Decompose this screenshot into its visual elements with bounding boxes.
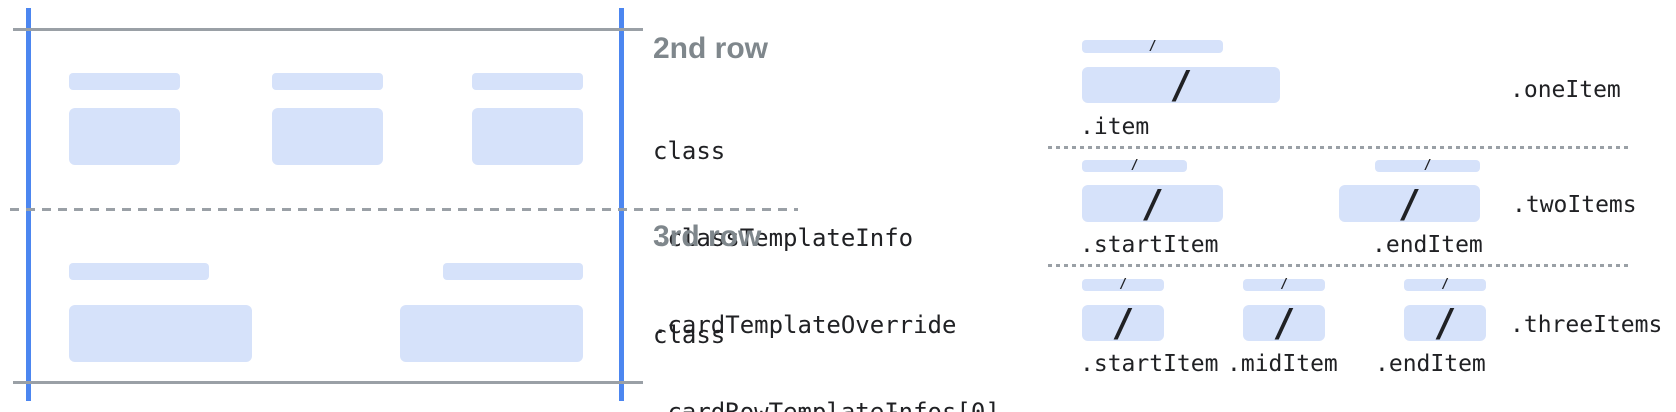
item-label: .startItem bbox=[1080, 351, 1219, 377]
value-placeholder-bar: / bbox=[1082, 185, 1223, 223]
label-placeholder-bar bbox=[443, 263, 583, 280]
value-placeholder-bar bbox=[69, 108, 180, 165]
card-left-edge-guide bbox=[26, 8, 31, 401]
value-placeholder-bar: / bbox=[1339, 185, 1480, 223]
label-placeholder-bar bbox=[472, 73, 583, 90]
label-placeholder-bar: / bbox=[1243, 278, 1325, 291]
legend-separator-line bbox=[1048, 264, 1630, 267]
item-label: .endItem bbox=[1372, 232, 1483, 258]
value-placeholder-bar: / bbox=[1082, 304, 1164, 342]
third-row-heading: 3rd row bbox=[653, 220, 762, 253]
value-placeholder-bar bbox=[472, 108, 583, 165]
code-line: .cardRowTemplateInfos[0] bbox=[653, 398, 1000, 412]
third-row-code-path: class .classTemplateInfo .cardTemplateOv… bbox=[653, 263, 1000, 412]
code-line: .classTemplateInfo bbox=[653, 408, 1000, 412]
code-line: .cardTemplateOverride bbox=[653, 311, 957, 339]
value-placeholder-bar bbox=[272, 108, 383, 165]
item-label: .item bbox=[1080, 114, 1150, 140]
item-label: .startItem bbox=[1080, 232, 1219, 258]
code-line: .classTemplateInfo bbox=[653, 224, 914, 252]
label-placeholder-bar bbox=[69, 263, 209, 280]
legend-separator-line bbox=[1048, 146, 1630, 149]
label-placeholder-bar: / bbox=[1375, 159, 1480, 172]
card-right-edge-guide bbox=[619, 8, 624, 401]
value-placeholder-bar bbox=[69, 305, 252, 362]
value-placeholder-bar: / bbox=[1404, 304, 1486, 342]
value-placeholder-bar: / bbox=[1243, 304, 1325, 342]
row-divider-dashed-line bbox=[10, 208, 798, 211]
row-name-label: .twoItems bbox=[1512, 192, 1637, 218]
label-placeholder-bar bbox=[272, 73, 383, 90]
card-top-boundary-line bbox=[13, 28, 643, 31]
value-placeholder-bar bbox=[400, 305, 583, 362]
label-placeholder-bar: / bbox=[1404, 278, 1486, 291]
row-name-label: .threeItems bbox=[1510, 312, 1663, 338]
label-placeholder-bar: / bbox=[1082, 278, 1164, 291]
card-bottom-boundary-line bbox=[13, 381, 643, 384]
label-placeholder-bar bbox=[69, 73, 180, 90]
item-label: .endItem bbox=[1375, 351, 1486, 377]
card-preview bbox=[0, 0, 800, 412]
item-label: .midItem bbox=[1227, 351, 1338, 377]
code-line: class bbox=[653, 137, 726, 165]
label-placeholder-bar: / bbox=[1082, 159, 1187, 172]
second-row-heading: 2nd row bbox=[653, 32, 769, 65]
row-name-label: .oneItem bbox=[1510, 77, 1621, 103]
code-line: class bbox=[653, 321, 726, 349]
second-row-code-path: class .classTemplateInfo .cardTemplateOv… bbox=[653, 79, 1000, 412]
value-placeholder-bar: / bbox=[1082, 66, 1280, 104]
label-placeholder-bar: / bbox=[1082, 40, 1223, 53]
